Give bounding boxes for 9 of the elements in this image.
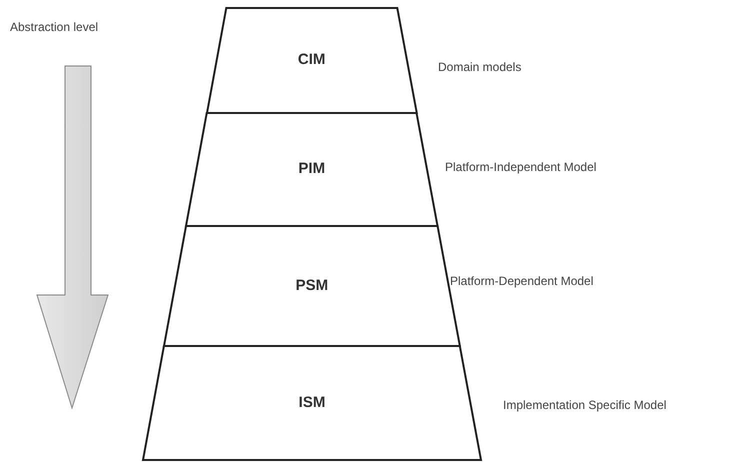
level-name: PIM: [298, 159, 326, 180]
level-name: PSM: [296, 276, 328, 296]
level-description: Implementation Specific Model: [503, 397, 666, 414]
level-description: Platform-Dependent Model: [450, 273, 594, 290]
level-name: ISM: [298, 392, 326, 413]
level-name: CIM: [298, 50, 326, 70]
axis-label: Abstraction level: [10, 19, 98, 36]
level-description: Platform-Independent Model: [444, 159, 596, 176]
level-description: Domain models: [438, 59, 522, 76]
